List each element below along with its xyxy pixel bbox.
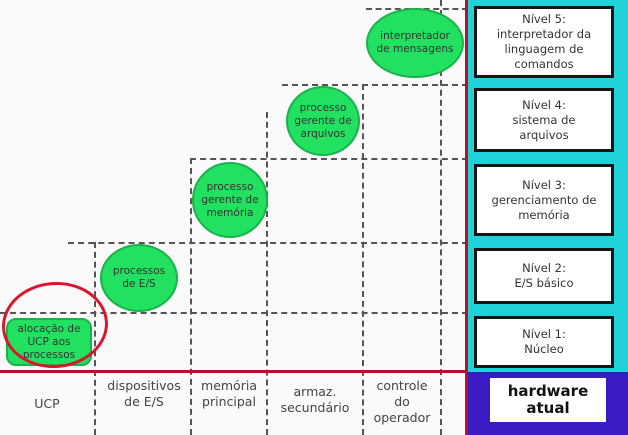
process-memoria: processo gerente de memória [192,162,268,238]
column-line-5 [440,0,442,435]
process-arquivos-label: processo gerente de arquivos [294,101,352,140]
column-line-1 [94,242,96,435]
column-label-ucp: UCP [34,396,60,411]
hardware-baseline [0,370,468,373]
level-box-4: Nível 4: sistema de arquivos [474,88,614,152]
level-line-2 [68,242,468,244]
process-mensagens: interpretador de mensagens [366,8,464,78]
level-box-2: Nível 2: E/S básico [474,248,614,304]
panel-divider [465,0,468,435]
column-label-controle: controle do operador [373,378,431,425]
process-memoria-label: processo gerente de memória [201,180,259,219]
column-line-2 [190,158,192,435]
process-ucp: alocação de UCP aos processos [6,318,92,366]
level-box-1: Nível 1: Núcleo [474,316,614,368]
process-es-label: processos de E/S [112,265,166,290]
level-box-5: Nível 5: interpretador da linguagem de c… [474,6,614,78]
column-line-3 [266,112,268,435]
level-box-3: Nível 3: gerenciamento de memória [474,164,614,236]
column-line-4 [362,84,364,435]
process-ucp-label: alocação de UCP aos processos [17,322,81,361]
level-line-3 [190,158,468,160]
process-mensagens-label: interpretador de mensagens [376,30,454,55]
column-label-memoria: memória principal [201,378,257,409]
process-arquivos: processo gerente de arquivos [286,86,360,156]
level-line-4 [282,84,468,86]
column-label-armazenamento: armaz. secundário [280,384,350,415]
hardware-label: hardware atual [490,378,606,422]
level-line-1 [0,312,468,314]
column-label-dispositivos: dispositivos de E/S [107,378,181,409]
process-es: processos de E/S [100,244,178,312]
